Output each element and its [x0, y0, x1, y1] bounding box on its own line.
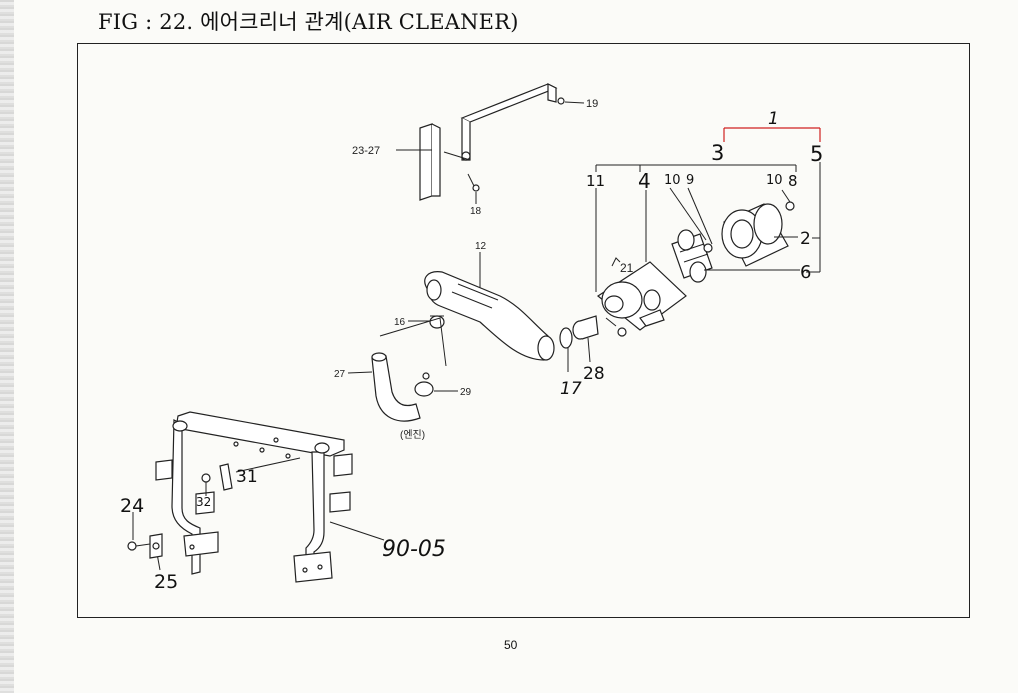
diagram-frame	[77, 43, 970, 618]
callout-16: 16	[394, 317, 406, 328]
body-leader-lines	[595, 188, 647, 292]
frame-leader-lines	[132, 457, 385, 571]
callout-17: 17	[560, 379, 582, 399]
callout-6: 6	[800, 262, 811, 283]
support-frame-90-05	[155, 411, 353, 583]
callout-24: 24	[120, 495, 144, 517]
callout-21: 21	[620, 261, 634, 275]
callout-1: 1	[768, 109, 779, 129]
air-cleaner-body	[596, 261, 687, 337]
callout-9: 9	[686, 173, 694, 188]
mounting-bracket	[419, 83, 565, 201]
callout-32: 32	[196, 495, 211, 509]
callout-8: 8	[788, 172, 798, 190]
callout-10-left: 10	[664, 173, 681, 188]
callout-5: 5	[810, 142, 823, 166]
callout-29: 29	[460, 387, 472, 398]
intake-pipe-12	[424, 271, 555, 361]
bolt-24-and-nut-25	[127, 533, 163, 559]
callout-23-27: 23-27	[352, 145, 380, 157]
callout-10-right: 10	[766, 173, 783, 188]
hose-clamp-17-28	[559, 315, 599, 349]
callout-28: 28	[583, 364, 605, 384]
cleaner-cover	[721, 201, 795, 267]
callout-90-05: 90-05	[382, 537, 446, 562]
callout-27: 27	[334, 369, 346, 380]
scan-edge-shadow	[0, 0, 14, 693]
filter-element	[671, 229, 713, 283]
clamp-29	[414, 372, 434, 397]
callout-19: 19	[586, 98, 598, 110]
callout-11: 11	[586, 172, 605, 190]
bracket-leader-lines	[396, 101, 585, 204]
clamp-16	[429, 315, 445, 329]
callout-4: 4	[638, 169, 651, 193]
callout-25: 25	[154, 571, 178, 593]
hose-27	[371, 317, 447, 422]
leader-28	[587, 337, 591, 363]
cover-leader-lines	[669, 187, 800, 271]
assembly-brackets	[595, 127, 821, 273]
callout-2: 2	[800, 229, 811, 249]
engine-note: (엔진)	[400, 429, 425, 441]
callout-3: 3	[711, 141, 724, 165]
callout-18: 18	[470, 206, 482, 217]
callout-12: 12	[475, 241, 487, 252]
page-number: 50	[504, 638, 518, 652]
figure-title: FIG : 22. 에어크리너 관계(AIR CLEANER)	[98, 10, 519, 34]
leader-27	[347, 371, 373, 374]
callout-31: 31	[236, 467, 258, 487]
